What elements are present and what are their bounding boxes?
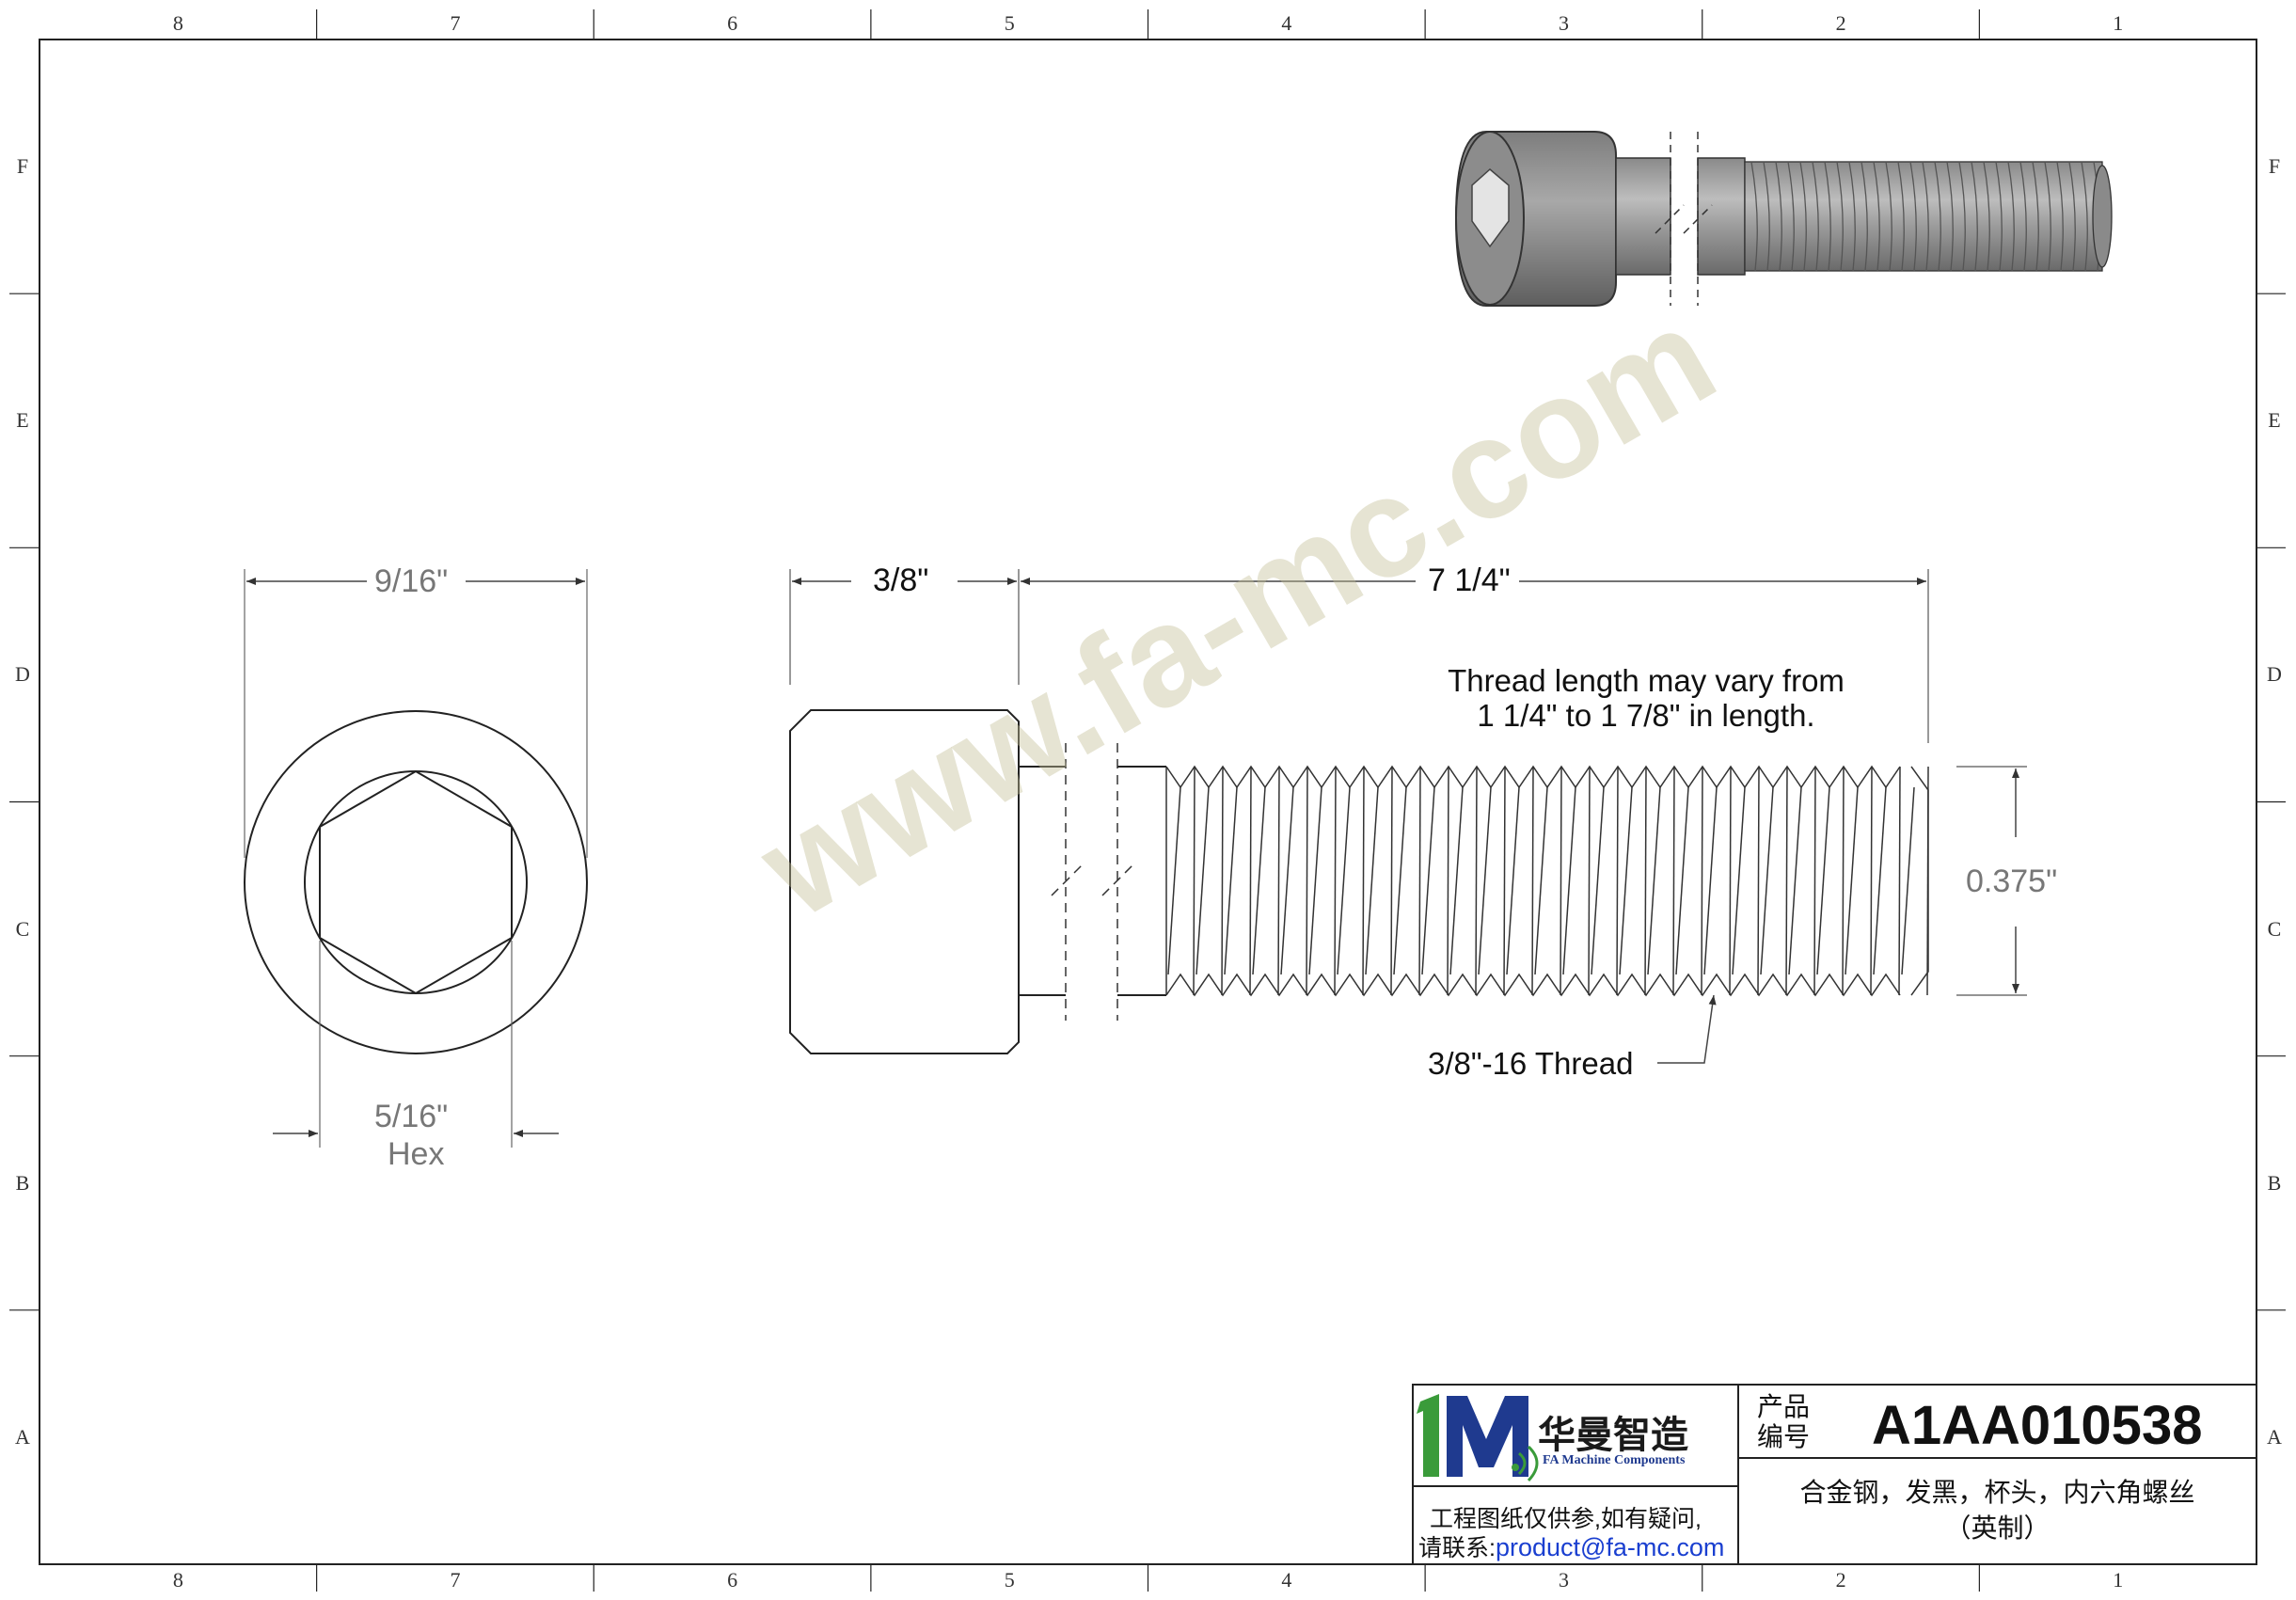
- part-label-line1: 产品: [1757, 1392, 1811, 1421]
- zone-row-left-B: B: [15, 1170, 30, 1195]
- zone-row-right-A: A: [2267, 1424, 2282, 1449]
- zone-row-right-E: E: [2268, 408, 2281, 433]
- thread-diameter-dim: 0.375": [1962, 863, 2062, 900]
- zone-col-bottom-7: 7: [450, 1568, 461, 1592]
- thread-spec-callout: 3/8"-16 Thread: [1428, 1046, 1634, 1081]
- hex-socket: [319, 769, 513, 995]
- end-view: [244, 569, 588, 1148]
- hex-label: Hex: [388, 1136, 445, 1172]
- zone-col-bottom-4: 4: [1281, 1568, 1292, 1592]
- thread-note-line1: Thread length may vary from: [1448, 663, 1845, 698]
- part-label-line2: 编号: [1757, 1422, 1811, 1451]
- zone-col-top-2: 2: [1835, 11, 1846, 35]
- head-height-dim: 3/8": [873, 562, 929, 598]
- thread-body: [1165, 765, 1929, 997]
- zone-row-left-A: A: [15, 1424, 30, 1449]
- zone-col-top-6: 6: [727, 11, 738, 35]
- zone-row-left-F: F: [16, 154, 29, 179]
- zone-row-right-C: C: [2267, 916, 2282, 941]
- thread-note-line2: 1 1/4" to 1 7/8" in length.: [1477, 698, 1815, 733]
- socket-circle: [304, 770, 528, 994]
- zone-col-bottom-8: 8: [172, 1568, 183, 1592]
- overall-diameter-dim: 9/16": [374, 563, 449, 599]
- zone-row-right-B: B: [2267, 1170, 2282, 1195]
- disclaimer-line2: 请联系:product@fa-mc.com: [1418, 1529, 1724, 1563]
- zone-col-top-8: 8: [172, 11, 183, 35]
- hex-size-dim: 5/16": [374, 1099, 449, 1134]
- zone-col-bottom-5: 5: [1004, 1568, 1015, 1592]
- part-number-label: 产品 编号: [1757, 1392, 1810, 1452]
- zone-row-left-D: D: [15, 662, 30, 687]
- zone-col-bottom-3: 3: [1558, 1568, 1569, 1592]
- side-view: [789, 569, 2027, 1064]
- title-block: [1412, 1384, 2257, 1565]
- zone-col-top-4: 4: [1281, 11, 1292, 35]
- part-number: A1AA010538: [1872, 1395, 2203, 1456]
- zone-row-right-D: D: [2267, 662, 2282, 687]
- zone-col-bottom-1: 1: [2113, 1568, 2124, 1592]
- zone-row-left-E: E: [16, 408, 29, 433]
- zone-col-top-7: 7: [450, 11, 461, 35]
- zone-row-left-C: C: [15, 916, 30, 941]
- break-lines: [1051, 743, 1135, 1021]
- zone-col-bottom-2: 2: [1835, 1568, 1846, 1592]
- drawing-frame: [9, 9, 2286, 1592]
- part-description: 合金钢，发黑，杯头，内六角螺丝 （英制）: [1738, 1475, 2256, 1546]
- logo-chinese-name: 华曼智造: [1538, 1415, 1688, 1456]
- overall-length-dim: 7 1/4": [1428, 562, 1511, 598]
- contact-email-link[interactable]: product@fa-mc.com: [1495, 1533, 1725, 1561]
- description-line2: （英制）: [1944, 1513, 2051, 1543]
- head-outer-circle: [244, 710, 588, 1054]
- bolt-head-profile: [789, 709, 1020, 1054]
- logo-english-name: FA Machine Components: [1543, 1453, 1686, 1467]
- bolt-3d-render: [1454, 131, 2113, 307]
- zone-col-top-1: 1: [2113, 11, 2124, 35]
- contact-label: 请联系:: [1418, 1535, 1496, 1561]
- thread-length-note: Thread length may vary from 1 1/4" to 1 …: [1411, 663, 1881, 733]
- disclaimer-line1: 工程图纸仅供参,如有疑问,: [1430, 1506, 1702, 1532]
- description-line1: 合金钢，发黑，杯头，内六角螺丝: [1799, 1478, 2195, 1507]
- zone-row-right-F: F: [2268, 154, 2281, 179]
- zone-col-bottom-6: 6: [727, 1568, 738, 1592]
- zone-col-top-5: 5: [1004, 11, 1015, 35]
- company-logo: [1417, 1394, 1539, 1482]
- zone-col-top-3: 3: [1558, 11, 1569, 35]
